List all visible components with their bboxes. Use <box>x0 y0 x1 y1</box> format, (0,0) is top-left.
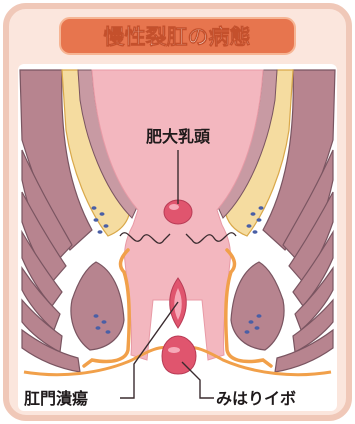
pile-highlight <box>168 347 180 353</box>
page-title: 慢性裂肛の病態 <box>104 25 251 49</box>
label-hypertrophic-papilla: 肥大乳頭 <box>146 127 211 146</box>
label-anal-ulcer: 肛門潰瘍 <box>24 389 88 408</box>
label-sentinel-pile: みはりイボ <box>216 389 296 408</box>
papilla-highlight <box>169 204 179 210</box>
title-banner-group: 慢性裂肛の病態 <box>60 18 295 54</box>
